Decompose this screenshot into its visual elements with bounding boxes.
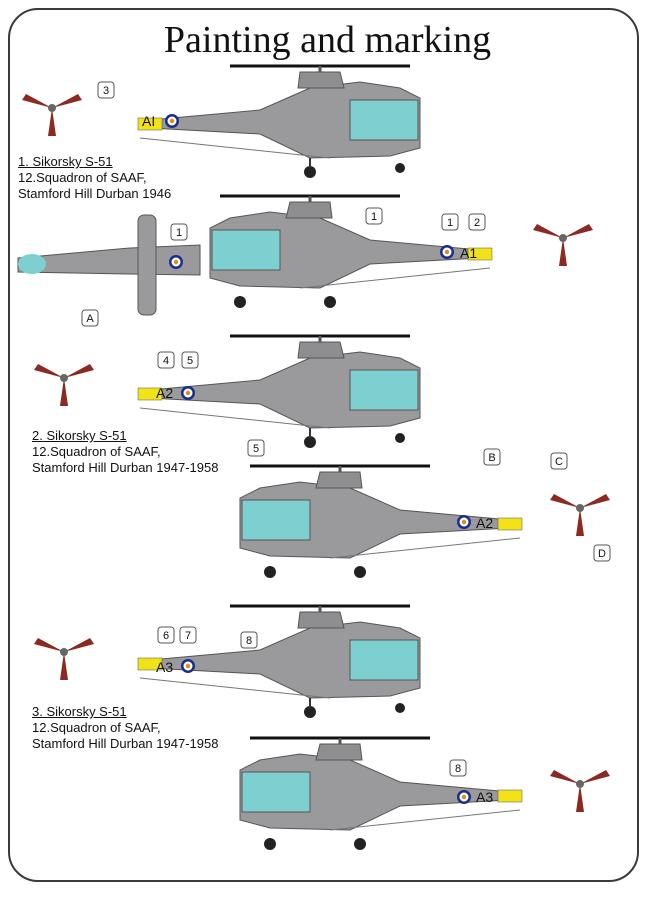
callout-d: D xyxy=(593,544,611,562)
callout-8-bottom: 8 xyxy=(449,759,467,777)
callout-1-left: 1 xyxy=(170,223,188,241)
svg-text:C: C xyxy=(555,456,563,468)
code-ai: AI xyxy=(142,113,155,129)
callout-4: 4 xyxy=(157,351,175,369)
code-a2-left: A2 xyxy=(156,385,173,401)
aircraft-2-right: A2 xyxy=(238,464,610,580)
svg-text:3: 3 xyxy=(103,85,109,97)
caption-2: 2. Sikorsky S-51 12.Squadron of SAAF, St… xyxy=(32,428,219,475)
svg-text:8: 8 xyxy=(455,763,461,775)
aircraft-1-right: A1 xyxy=(17,194,593,316)
aircraft-3-side: A3 xyxy=(34,604,422,720)
svg-text:8: 8 xyxy=(246,635,252,647)
caption-3: 3. Sikorsky S-51 12.Squadron of SAAF, St… xyxy=(32,704,219,751)
callout-1-mid: 1 xyxy=(365,207,383,225)
code-a3-right: A3 xyxy=(476,789,493,805)
svg-text:5: 5 xyxy=(253,443,259,455)
code-a2-right: A2 xyxy=(476,515,493,531)
svg-text:5: 5 xyxy=(187,355,193,367)
callout-3: 3 xyxy=(97,81,115,99)
callout-5-top: 5 xyxy=(181,351,199,369)
svg-text:1: 1 xyxy=(447,217,453,229)
svg-text:1: 1 xyxy=(176,227,182,239)
callout-7: 7 xyxy=(179,626,197,644)
aircraft-2-side: A2 xyxy=(34,334,422,450)
callout-c: C xyxy=(550,452,568,470)
page-title: Painting and marking xyxy=(163,19,492,61)
code-a3-left: A3 xyxy=(156,659,173,675)
aircraft-1-side: AI xyxy=(22,64,422,180)
callout-2: 2 xyxy=(468,213,486,231)
code-a1: A1 xyxy=(460,245,477,261)
svg-text:A: A xyxy=(86,313,94,325)
callout-1-right: 1 xyxy=(441,213,459,231)
caption-1: 1. Sikorsky S-51 12.Squadron of SAAF, St… xyxy=(18,154,172,201)
callout-8-top: 8 xyxy=(240,631,258,649)
aircraft-3-right: A3 xyxy=(238,736,610,852)
svg-text:6: 6 xyxy=(163,630,169,642)
svg-text:7: 7 xyxy=(185,630,191,642)
svg-text:B: B xyxy=(488,452,495,464)
callout-b: B xyxy=(483,448,501,466)
svg-text:1: 1 xyxy=(371,211,377,223)
svg-text:D: D xyxy=(598,548,606,560)
callout-a: A xyxy=(81,309,99,327)
svg-text:2: 2 xyxy=(474,217,480,229)
callout-5-bottom: 5 xyxy=(247,439,265,457)
svg-text:4: 4 xyxy=(163,355,169,367)
callout-6: 6 xyxy=(157,626,175,644)
